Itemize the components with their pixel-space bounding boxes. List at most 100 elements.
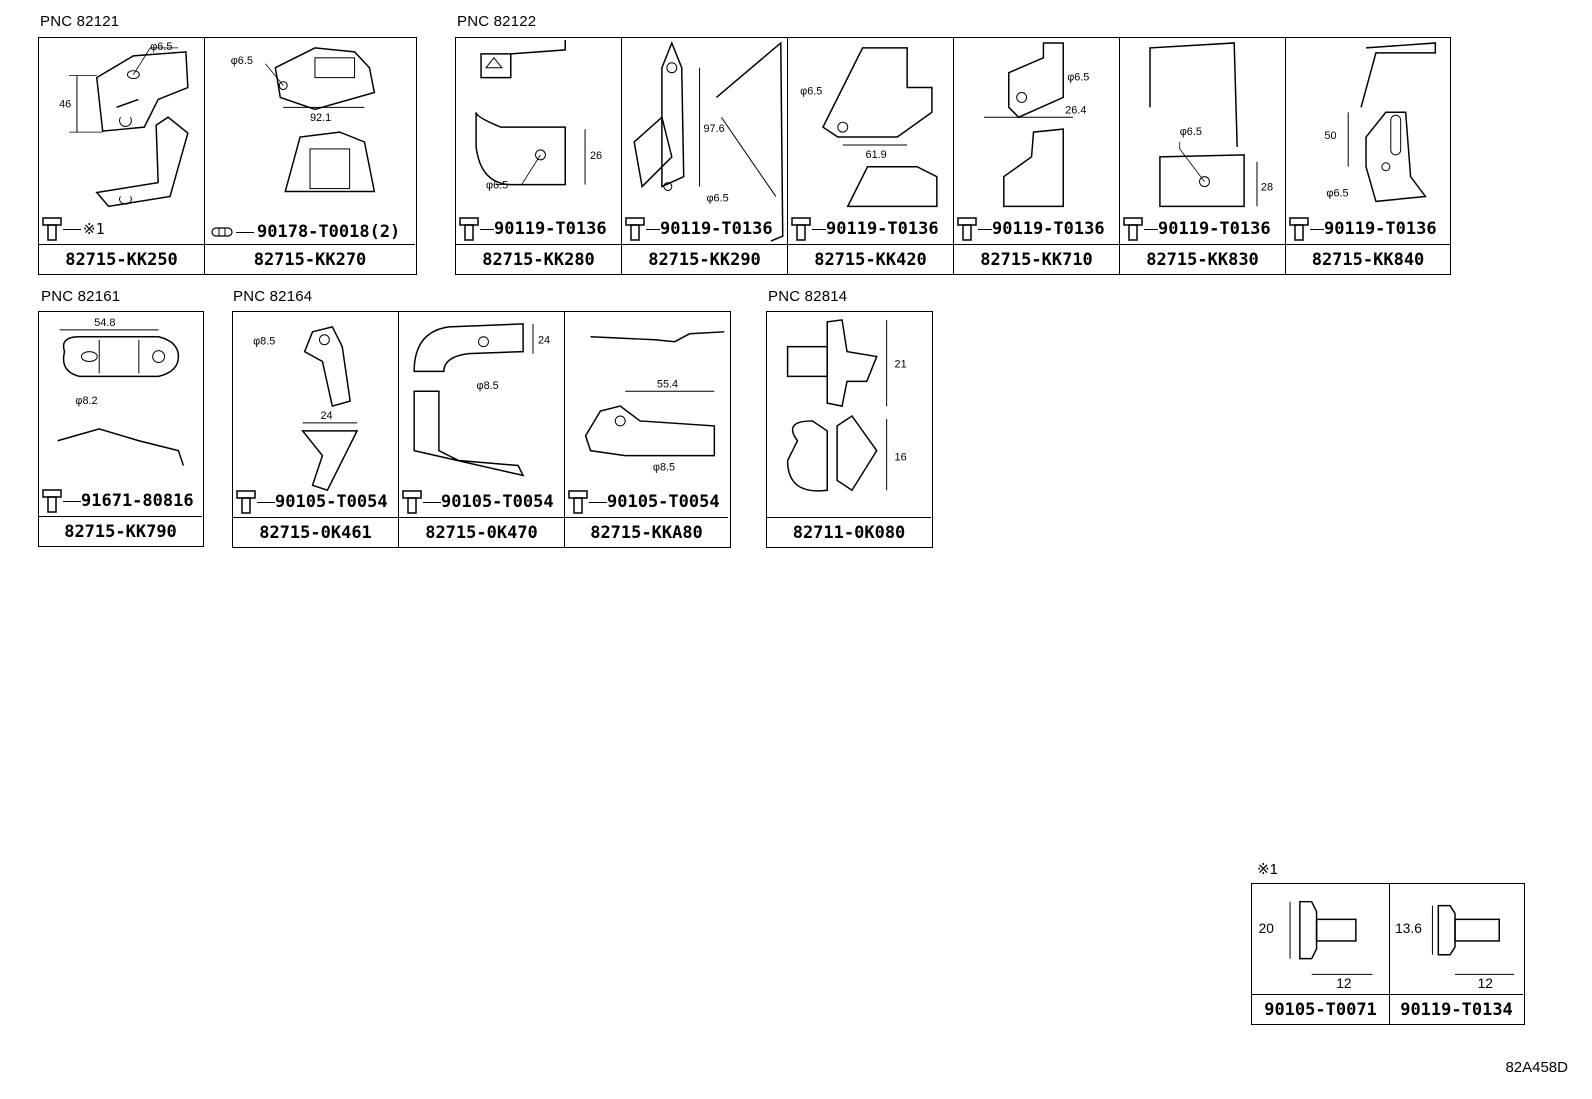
dim-diameter-kk250: φ6.5 bbox=[150, 41, 172, 53]
flange-bolt-icon bbox=[791, 217, 811, 241]
part-number-82715-kk290[interactable]: 82715-KK290 bbox=[622, 244, 787, 274]
cell-82715-kk710[interactable]: φ6.5 26.4 90119-T0136 82715-KK710 bbox=[954, 38, 1120, 274]
flange-bolt-icon bbox=[402, 490, 422, 514]
bracket-kk250-drawing: φ6.5 46 bbox=[59, 41, 189, 208]
pnc-label-82814: PNC 82814 bbox=[768, 288, 848, 305]
dim-height-kk290: 97.6 bbox=[704, 123, 725, 135]
part-number-82715-kk280[interactable]: 82715-KK280 bbox=[456, 244, 621, 274]
bolt-ref-0k461: 90105-T0054 bbox=[275, 492, 388, 512]
dim-height-0k470: 24 bbox=[538, 335, 550, 347]
bracket-kk790-drawing: 54.8 φ8.2 bbox=[57, 317, 185, 466]
flange-bolt-icon bbox=[459, 217, 479, 241]
clip-0k080-drawing: 21 16 bbox=[786, 319, 907, 492]
bolt-callout-kk280: 90119-T0136 bbox=[458, 216, 607, 242]
flange-bolt-icon bbox=[42, 217, 62, 241]
cell-82715-kk790[interactable]: 54.8 φ8.2 91671-80816 82715-KK790 bbox=[39, 312, 202, 546]
bolt-callout-kk710: 90119-T0136 bbox=[956, 216, 1105, 242]
dim-width-kk420: 61.9 bbox=[866, 149, 887, 161]
group-82814: 21 16 82711-0K080 bbox=[766, 311, 933, 548]
cell-90105-t0071[interactable]: 20 12 90105-T0071 bbox=[1252, 884, 1390, 1024]
flange-bolt-icon bbox=[42, 489, 62, 513]
part-number-90119-t0134[interactable]: 90119-T0134 bbox=[1390, 994, 1523, 1024]
cell-82715-kk280[interactable]: φ6.5 26 90119-T0136 82715-KK280 bbox=[456, 38, 622, 274]
cell-82715-kk270[interactable]: φ6.5 92.1 90178-T0018(2) 82715-KK270 bbox=[205, 38, 415, 274]
bracket-kk290-drawing: 97.6 φ6.5 bbox=[633, 40, 784, 242]
bolt-callout-kk840: 90119-T0136 bbox=[1288, 216, 1437, 242]
bracket-0k470-drawing: 24 φ8.5 bbox=[413, 323, 550, 477]
dim-diameter-kka80: φ8.5 bbox=[653, 461, 675, 473]
bolt-callout-kk790: 91671-80816 bbox=[41, 488, 194, 514]
bracket-kk840-drawing: 50 φ6.5 bbox=[1324, 42, 1437, 203]
dim-width-kk270: 92.1 bbox=[310, 112, 331, 124]
cell-82715-kk420[interactable]: φ6.5 61.9 90119-T0136 82715-KK420 bbox=[788, 38, 954, 274]
bolt-callout-0k461: 90105-T0054 bbox=[235, 489, 388, 515]
dim-diameter-kk270: φ6.5 bbox=[231, 55, 253, 67]
dim-height-0k080-top: 21 bbox=[895, 358, 907, 370]
part-number-82711-0k080[interactable]: 82711-0K080 bbox=[767, 517, 931, 547]
flange-bolt-icon bbox=[1289, 217, 1309, 241]
cell-82715-0k461[interactable]: φ8.5 24 90105-T0054 82715-0K461 bbox=[233, 312, 399, 547]
dim-width-kk790: 54.8 bbox=[94, 317, 115, 329]
bolt-callout-kk270: 90178-T0018(2) bbox=[211, 222, 400, 242]
bolt-ref-kk250: ※1 bbox=[83, 220, 105, 238]
dim-diameter-kk290: φ6.5 bbox=[706, 192, 728, 204]
diagram-code: 82A458D bbox=[1505, 1059, 1568, 1076]
flange-bolt-icon bbox=[625, 217, 645, 241]
dim-width-kka80: 55.4 bbox=[657, 378, 678, 390]
bolt-ref-kk420: 90119-T0136 bbox=[826, 219, 939, 239]
bolt-ref-kk830: 90119-T0136 bbox=[1158, 219, 1271, 239]
bolt-ref-kk840: 90119-T0136 bbox=[1324, 219, 1437, 239]
dim-height-90105-t0071: 20 bbox=[1259, 921, 1275, 936]
part-number-82715-kka80[interactable]: 82715-KKA80 bbox=[565, 517, 728, 547]
part-number-90105-t0071[interactable]: 90105-T0071 bbox=[1252, 994, 1389, 1024]
dim-diameter-kk280: φ6.5 bbox=[486, 180, 508, 192]
part-number-82715-kk830[interactable]: 82715-KK830 bbox=[1120, 244, 1285, 274]
cell-82715-kk290[interactable]: 97.6 φ6.5 90119-T0136 82715-KK290 bbox=[622, 38, 788, 274]
dim-diameter-kk420: φ6.5 bbox=[800, 85, 822, 97]
flange-bolt-icon bbox=[957, 217, 977, 241]
dim-width-0k461: 24 bbox=[320, 410, 332, 422]
dim-height-kk830: 28 bbox=[1261, 182, 1273, 194]
dim-diameter-kk790: φ8.2 bbox=[75, 395, 97, 407]
part-number-82715-kk420[interactable]: 82715-KK420 bbox=[788, 244, 953, 274]
bracket-kk270-drawing: φ6.5 92.1 bbox=[231, 47, 376, 193]
dim-length-90119-t0134: 12 bbox=[1478, 976, 1493, 991]
group-note-bolts: 20 12 90105-T0071 13.6 12 90119-T0134 bbox=[1251, 883, 1525, 1025]
part-number-82715-kk710[interactable]: 82715-KK710 bbox=[954, 244, 1119, 274]
group-82121: φ6.5 46 ※1 82715-KK250 φ6.5 92.1 bbox=[38, 37, 417, 275]
dim-diameter-kk710: φ6.5 bbox=[1067, 72, 1089, 84]
cell-82715-kka80[interactable]: 55.4 φ8.5 90105-T0054 82715-KKA80 bbox=[565, 312, 728, 547]
part-number-82715-kk840[interactable]: 82715-KK840 bbox=[1286, 244, 1450, 274]
bolt-ref-kk710: 90119-T0136 bbox=[992, 219, 1105, 239]
cell-82715-kk830[interactable]: φ6.5 28 90119-T0136 82715-KK830 bbox=[1120, 38, 1286, 274]
bracket-kk420-drawing: φ6.5 61.9 bbox=[800, 47, 938, 208]
part-number-82715-kk790[interactable]: 82715-KK790 bbox=[39, 516, 202, 546]
part-number-82715-0k461[interactable]: 82715-0K461 bbox=[233, 517, 398, 547]
note-mark: ※1 bbox=[1257, 861, 1278, 878]
cell-82715-0k470[interactable]: 24 φ8.5 90105-T0054 82715-0K470 bbox=[399, 312, 565, 547]
bracket-0k461-drawing: φ8.5 24 bbox=[253, 325, 359, 492]
part-number-82715-0k470[interactable]: 82715-0K470 bbox=[399, 517, 564, 547]
dim-diameter-kk830: φ6.5 bbox=[1180, 126, 1202, 138]
flange-bolt-icon bbox=[236, 490, 256, 514]
bolt-callout-kk830: 90119-T0136 bbox=[1122, 216, 1271, 242]
cell-82715-kk840[interactable]: 50 φ6.5 90119-T0136 82715-KK840 bbox=[1286, 38, 1450, 274]
bolt-ref-kk270: 90178-T0018(2) bbox=[257, 222, 401, 242]
part-number-82715-kk250[interactable]: 82715-KK250 bbox=[39, 244, 204, 274]
group-82164: φ8.5 24 90105-T0054 82715-0K461 24 φ8.5 … bbox=[232, 311, 731, 548]
cell-82715-kk250[interactable]: φ6.5 46 ※1 82715-KK250 bbox=[39, 38, 205, 274]
part-number-82715-kk270[interactable]: 82715-KK270 bbox=[205, 244, 415, 274]
pnc-label-82161: PNC 82161 bbox=[41, 288, 121, 305]
bolt-ref-kk290: 90119-T0136 bbox=[660, 219, 773, 239]
flange-bolt-icon bbox=[1123, 217, 1143, 241]
group-82122: φ6.5 26 90119-T0136 82715-KK280 97.6 φ6.… bbox=[455, 37, 1451, 275]
bolt-ref-kk280: 90119-T0136 bbox=[494, 219, 607, 239]
bracket-kka80-drawing: 55.4 φ8.5 bbox=[584, 331, 725, 473]
dim-height-0k080-bottom: 16 bbox=[895, 452, 907, 464]
cell-90119-t0134[interactable]: 13.6 12 90119-T0134 bbox=[1390, 884, 1523, 1024]
bolt-callout-kka80: 90105-T0054 bbox=[567, 489, 720, 515]
bolt-ref-0k470: 90105-T0054 bbox=[441, 492, 554, 512]
cell-82711-0k080[interactable]: 21 16 82711-0K080 bbox=[767, 312, 931, 547]
dim-height-kk840: 50 bbox=[1324, 130, 1336, 142]
pnc-label-82122: PNC 82122 bbox=[457, 13, 537, 30]
